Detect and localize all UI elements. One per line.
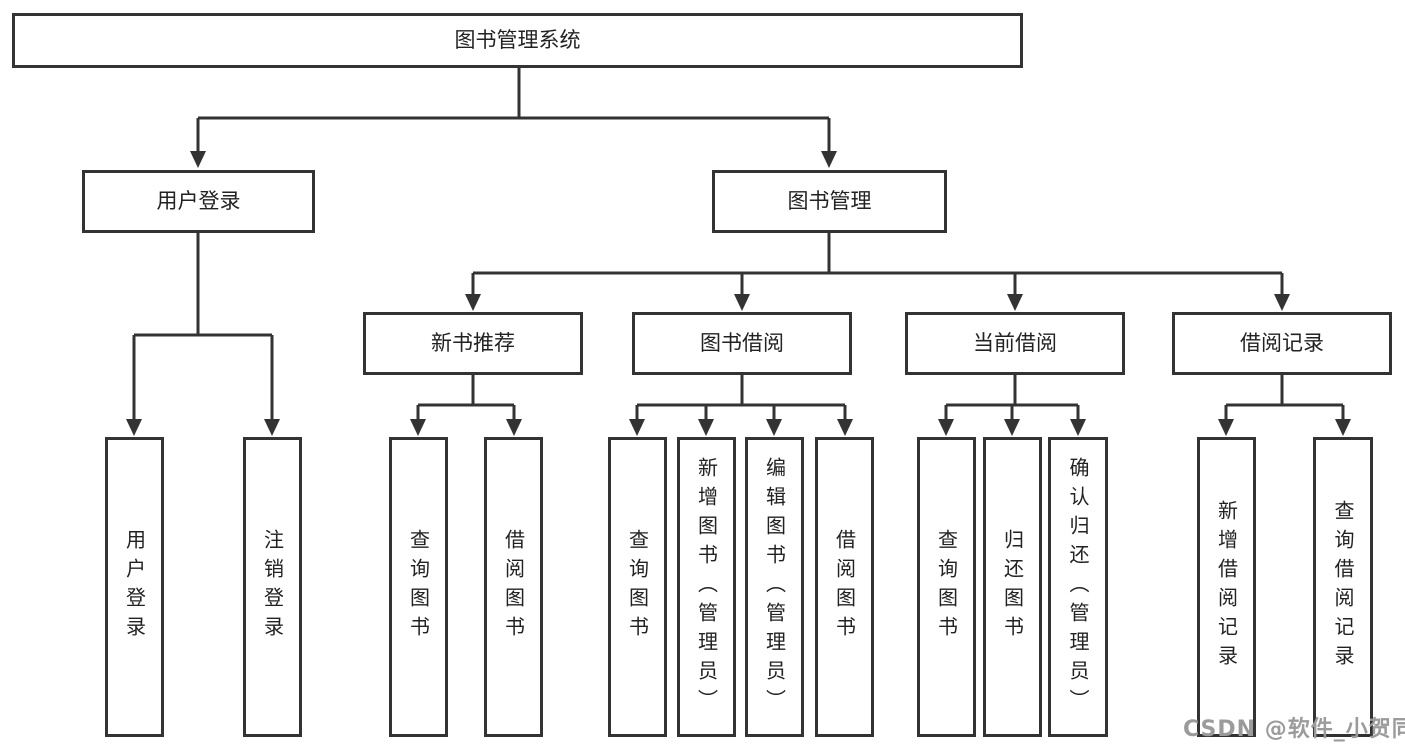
node-current-borrowing: 当前借阅 bbox=[905, 312, 1125, 375]
node-add-borrow-record: 新增借阅记录 bbox=[1197, 437, 1256, 737]
arrowhead bbox=[410, 419, 426, 436]
arrowhead bbox=[190, 151, 206, 168]
connector-current-branch bbox=[944, 375, 1080, 420]
arrowhead bbox=[1007, 294, 1023, 311]
arrowhead bbox=[766, 419, 782, 436]
node-label: 图书借阅 bbox=[700, 331, 784, 355]
node-label: 借阅图书 bbox=[832, 529, 857, 645]
arrowhead bbox=[698, 419, 714, 436]
node-label: 新增借阅记录 bbox=[1214, 500, 1239, 674]
node-newbooks-query-books: 查询图书 bbox=[389, 437, 448, 737]
node-user-login-group: 用户登录 bbox=[82, 170, 315, 233]
node-label: 新书推荐 bbox=[431, 331, 515, 355]
arrowhead bbox=[734, 294, 750, 311]
node-book-borrowing: 图书借阅 bbox=[632, 312, 852, 375]
node-label: 图书管理 bbox=[787, 189, 872, 213]
connector-newbooks-branch bbox=[416, 375, 516, 420]
connector-borrow-branch bbox=[635, 375, 847, 420]
arrowhead bbox=[1070, 419, 1086, 436]
connector-root-branch bbox=[196, 68, 831, 152]
node-user-login: 用户登录 bbox=[105, 437, 164, 737]
node-label: 借阅图书 bbox=[501, 529, 526, 645]
arrowhead bbox=[837, 419, 853, 436]
node-label: 查询图书 bbox=[625, 529, 650, 645]
node-label: 用户登录 bbox=[122, 529, 147, 645]
arrowhead bbox=[506, 419, 522, 436]
node-label: 用户登录 bbox=[156, 189, 241, 213]
node-label: 新增图书（管理员） bbox=[694, 456, 719, 718]
node-newbooks-borrow-books: 借阅图书 bbox=[484, 437, 543, 737]
arrowhead bbox=[629, 419, 645, 436]
arrowhead bbox=[126, 419, 142, 436]
node-label: 查询借阅记录 bbox=[1331, 500, 1355, 674]
connector-bookmgmt-branch bbox=[471, 233, 1284, 295]
node-return-books: 归还图书 bbox=[983, 437, 1042, 737]
arrowhead bbox=[938, 419, 954, 436]
node-label: 当前借阅 bbox=[973, 331, 1057, 355]
arrowhead bbox=[1218, 419, 1234, 436]
node-add-books-admin: 新增图书（管理员） bbox=[677, 437, 736, 737]
node-label: 注销登录 bbox=[260, 529, 285, 645]
node-label: 编辑图书（管理员） bbox=[762, 456, 787, 718]
node-borrowing-records: 借阅记录 bbox=[1172, 312, 1392, 375]
connector-records-branch bbox=[1224, 375, 1345, 420]
node-label: 借阅记录 bbox=[1240, 331, 1324, 355]
arrowhead bbox=[264, 419, 280, 436]
arrowhead bbox=[1274, 294, 1290, 311]
node-label: 查询图书 bbox=[406, 529, 431, 645]
node-label: 归还图书 bbox=[1000, 529, 1025, 645]
node-book-management-group: 图书管理 bbox=[712, 170, 947, 233]
arrowhead bbox=[465, 294, 481, 311]
node-label: 图书管理系统 bbox=[454, 28, 581, 52]
node-query-borrow-record: 查询借阅记录 bbox=[1313, 437, 1373, 737]
csdn-watermark: CSDN @软件_小贺同学 bbox=[1183, 717, 1405, 742]
arrowhead bbox=[1335, 419, 1351, 436]
node-label: 确认归还（管理员） bbox=[1066, 456, 1090, 718]
connector-login-branch bbox=[132, 233, 274, 420]
node-confirm-return-admin: 确认归还（管理员） bbox=[1048, 437, 1108, 737]
node-borrowing-borrow-books: 借阅图书 bbox=[815, 437, 874, 737]
node-edit-books-admin: 编辑图书（管理员） bbox=[745, 437, 804, 737]
node-logout: 注销登录 bbox=[243, 437, 302, 737]
node-borrowing-query-books: 查询图书 bbox=[608, 437, 667, 737]
node-library-management-system: 图书管理系统 bbox=[12, 13, 1023, 68]
arrowhead bbox=[821, 151, 837, 168]
node-new-book-recommend: 新书推荐 bbox=[363, 312, 583, 375]
arrowhead bbox=[1004, 419, 1020, 436]
node-label: 查询图书 bbox=[934, 529, 959, 645]
node-current-query-books: 查询图书 bbox=[917, 437, 976, 737]
